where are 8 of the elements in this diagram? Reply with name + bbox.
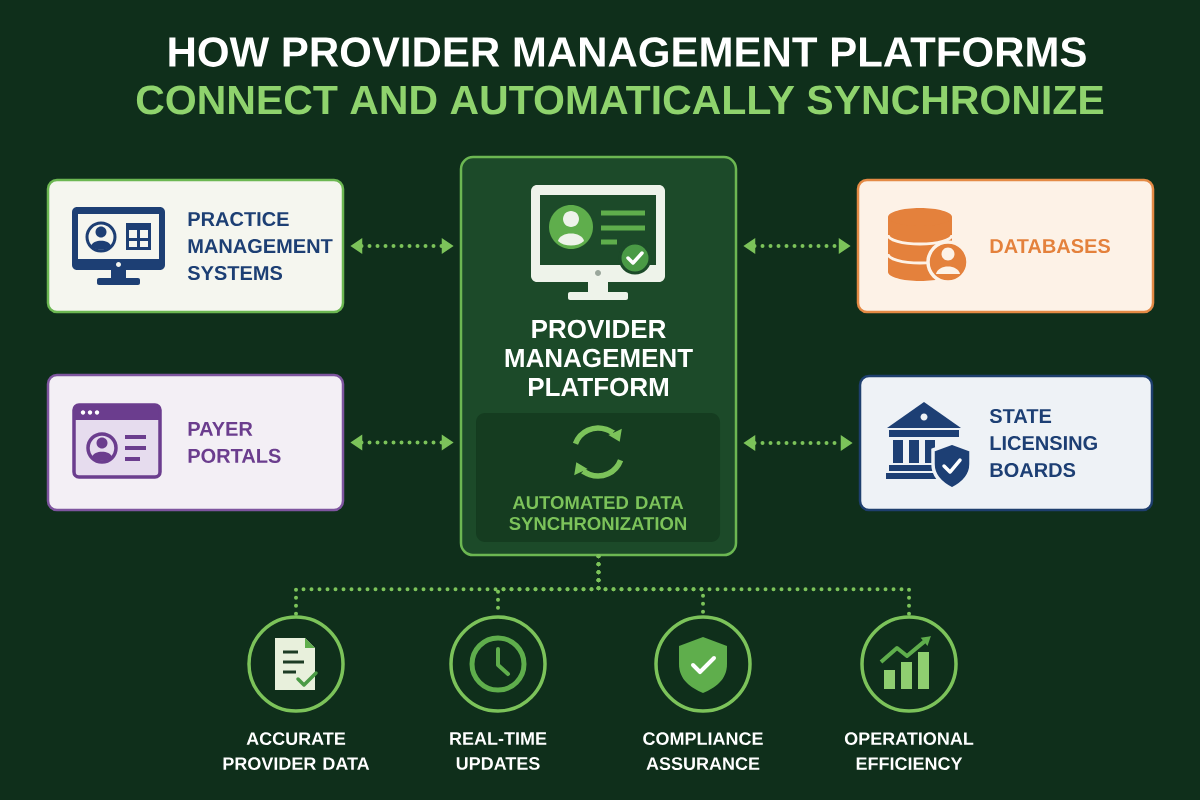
subtitle: CONNECT AND AUTOMATICALLY SYNCHRONIZE [136, 85, 1104, 115]
benefit-label: COMPLIANCE ASSURANCE [643, 732, 763, 770]
title: HOW PROVIDER MANAGEMENT PLATFORMS [169, 37, 1086, 67]
benefit-label: ACCURATE PROVIDER DATA [223, 732, 370, 770]
benefit-label: OPERATIONAL EFFICIENCY [844, 732, 974, 770]
sync-panel: AUTOMATED DATA SYNCHRONIZATION [476, 413, 720, 542]
connector-line [596, 554, 911, 618]
benefit-label: REAL-TIME UPDATES [450, 732, 547, 770]
